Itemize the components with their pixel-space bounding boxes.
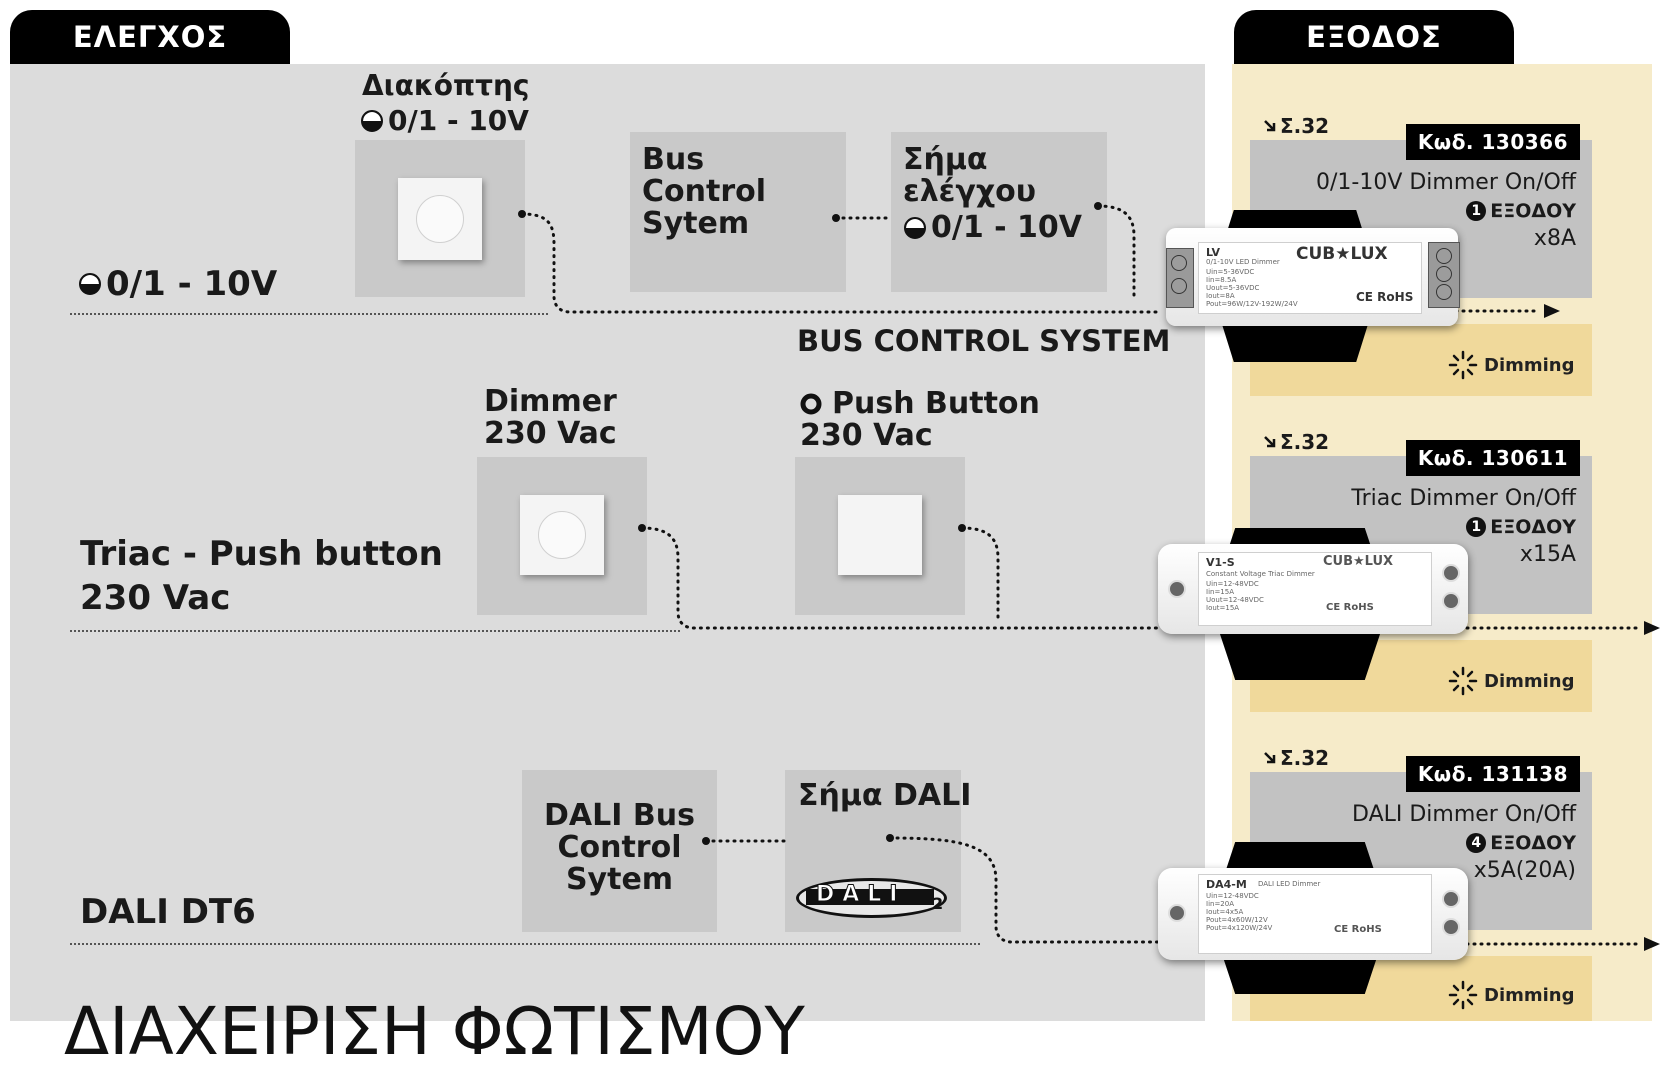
outputs-label: ΕΞΟΔΟΥ — [1490, 832, 1576, 854]
dimming-sunburst-icon — [1448, 350, 1478, 380]
product-code: Κωδ. 130366 — [1406, 124, 1580, 160]
device-ce: CE RoHS — [1334, 924, 1382, 935]
product-outputs: 1 ΕΞΟΔΟΥ — [1466, 516, 1576, 538]
product-code-text: Κωδ. 130611 — [1418, 446, 1568, 470]
screw-icon — [1436, 284, 1452, 300]
page-ref-text: Σ.32 — [1280, 114, 1329, 138]
product-name: 0/1-10V Dimmer On/Off — [1316, 170, 1576, 195]
screw-icon — [1436, 266, 1452, 282]
outputs-label: ΕΞΟΔΟΥ — [1490, 516, 1576, 538]
line-push-to-line — [962, 528, 998, 620]
device-subtitle: Constant Voltage Triac Dimmer — [1206, 570, 1315, 578]
number-badge-icon: 4 — [1466, 833, 1486, 853]
mount-hole-icon — [1168, 580, 1186, 598]
arrow-se-icon — [1262, 118, 1278, 134]
page-ref-text: Σ.32 — [1280, 746, 1329, 770]
product-name: DALI Dimmer On/Off — [1352, 802, 1576, 827]
screw-icon — [1436, 248, 1452, 264]
screw-icon — [1171, 255, 1187, 271]
device-subtitle: 0/1-10V LED Dimmer — [1206, 258, 1280, 266]
line-dimmer-to-device2 — [642, 528, 1160, 628]
mount-hole-icon — [1442, 890, 1460, 908]
product-code: Κωδ. 130611 — [1406, 440, 1580, 476]
product-code: Κωδ. 131138 — [1406, 756, 1580, 792]
product-name: Triac Dimmer On/Off — [1351, 486, 1576, 511]
amps-text: x15A — [1520, 542, 1576, 567]
mount-hole-icon — [1442, 592, 1460, 610]
device-130366: LV CUB★LUX 0/1-10V LED Dimmer Uin=5-36VD… — [1166, 228, 1458, 326]
device-title: DA4-M — [1206, 878, 1247, 891]
number-badge-icon: 1 — [1466, 517, 1486, 537]
number-badge-icon: 1 — [1466, 201, 1486, 221]
dimming-text: Dimming — [1484, 355, 1575, 376]
page-ref: Σ.32 — [1262, 430, 1329, 454]
product-code-text: Κωδ. 130366 — [1418, 130, 1568, 154]
amps-text: x8A — [1534, 226, 1576, 251]
line-switch-to-device1 — [522, 214, 1160, 312]
arrow-icon — [1644, 621, 1660, 635]
device-brand: CUB★LUX — [1296, 244, 1388, 264]
device-130611: V1-S CUB★LUX Constant Voltage Triac Dimm… — [1158, 544, 1468, 634]
screw-icon — [1171, 278, 1187, 294]
dimming-sunburst-icon — [1448, 666, 1478, 696]
dimming-text: Dimming — [1484, 985, 1575, 1006]
line-signal-to-device1 — [1098, 206, 1134, 300]
arrow-icon — [1644, 937, 1660, 951]
mount-hole-icon — [1442, 564, 1460, 582]
device-ce: CE RoHS — [1356, 290, 1413, 304]
arrow-se-icon — [1262, 434, 1278, 450]
product-name-text: Triac Dimmer On/Off — [1351, 486, 1576, 511]
product-amps: x5A(20A) — [1474, 858, 1576, 883]
mount-hole-icon — [1442, 918, 1460, 936]
product-name-text: DALI Dimmer On/Off — [1352, 802, 1576, 827]
product-amps: x15A — [1520, 542, 1576, 567]
arrow-se-icon — [1262, 750, 1278, 766]
dimming-label: Dimming — [1448, 666, 1575, 696]
product-amps: x8A — [1534, 226, 1576, 251]
page-ref: Σ.32 — [1262, 114, 1329, 138]
product-code-text: Κωδ. 131138 — [1418, 762, 1568, 786]
dimming-sunburst-icon — [1448, 980, 1478, 1010]
page-ref-text: Σ.32 — [1280, 430, 1329, 454]
mount-hole-icon — [1168, 904, 1186, 922]
device-specs: Uin=12-48VDCIin=20AIout=4x5APout=4x60W/1… — [1206, 892, 1272, 932]
product-name-text: 0/1-10V Dimmer On/Off — [1316, 170, 1576, 195]
device-title: V1-S — [1206, 556, 1235, 569]
outputs-label: ΕΞΟΔΟΥ — [1490, 200, 1576, 222]
dimming-label: Dimming — [1448, 980, 1575, 1010]
dimming-text: Dimming — [1484, 671, 1575, 692]
product-outputs: 1 ΕΞΟΔΟΥ — [1466, 200, 1576, 222]
page-ref: Σ.32 — [1262, 746, 1329, 770]
amps-text: x5A(20A) — [1474, 858, 1576, 883]
device-ce: CE RoHS — [1326, 602, 1374, 613]
device-subtitle: DALI LED Dimmer — [1258, 880, 1320, 888]
dimming-label: Dimming — [1448, 350, 1575, 380]
product-outputs: 4 ΕΞΟΔΟΥ — [1466, 832, 1576, 854]
device-brand: CUB★LUX — [1323, 554, 1393, 569]
line-dali-to-device3 — [890, 838, 1160, 942]
